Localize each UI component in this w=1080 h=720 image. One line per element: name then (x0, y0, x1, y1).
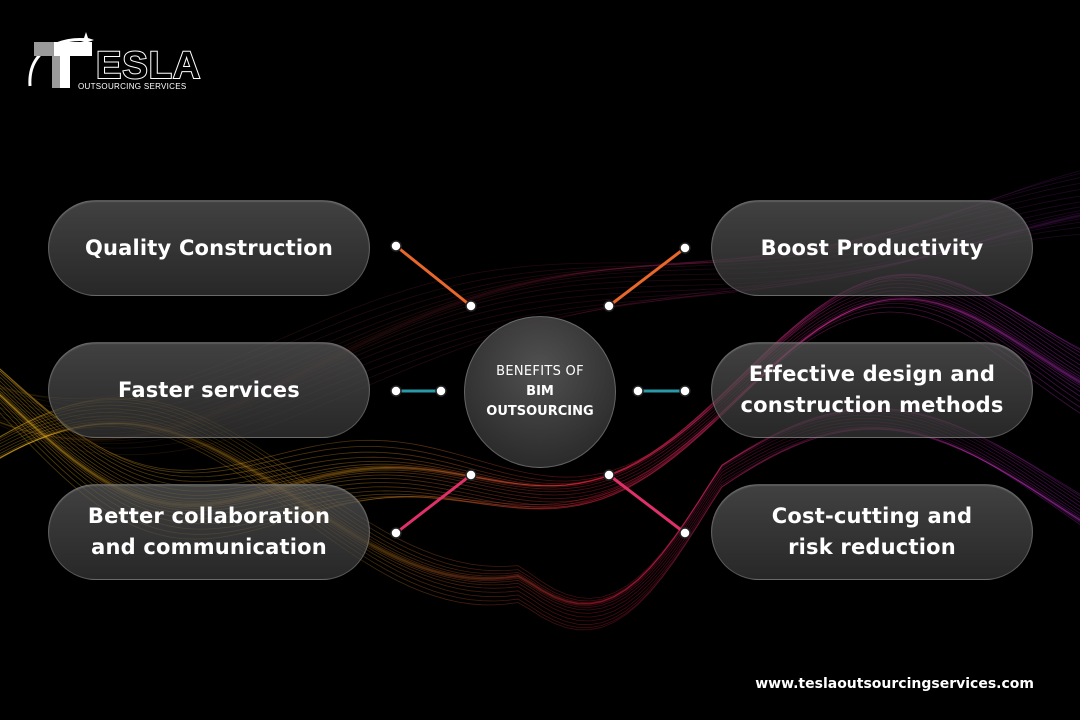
connector-dot (390, 385, 402, 397)
benefit-label: Quality Construction (84, 235, 334, 260)
connector-dot (435, 385, 447, 397)
hub-title-line3: OUTSOURCING (486, 404, 594, 419)
connector-top-left (395, 244, 472, 308)
connector-dot (632, 385, 644, 397)
benefit-label: Cost-cutting and risk reduction (771, 504, 973, 559)
connector-dot (390, 527, 402, 539)
hub-title-line1: BENEFITS OF (496, 364, 584, 379)
connector-dot (603, 300, 615, 312)
benefit-faster-services: Faster services (48, 342, 370, 438)
logo-emblem-icon (28, 32, 94, 88)
benefit-label: Better collaboration and communication (87, 504, 331, 559)
hub-title-line2: BIM (526, 384, 554, 399)
logo-wordmark: ESLA (95, 45, 202, 87)
benefit-label: Boost Productivity (760, 235, 984, 260)
connector-dot (390, 240, 402, 252)
center-hub: BENEFITS OF BIM OUTSOURCING (464, 316, 616, 468)
benefit-effective-design: Effective design and construction method… (711, 342, 1033, 438)
connector-dot (603, 469, 615, 481)
benefit-better-collaboration: Better collaboration and communication (48, 484, 370, 580)
connector-dot (679, 527, 691, 539)
connector-top-right (608, 246, 686, 308)
logo-tagline: OUTSOURCING SERVICES (78, 82, 187, 91)
benefit-label: Effective design and construction method… (740, 362, 1004, 417)
connector-dot (679, 385, 691, 397)
connector-dot (679, 242, 691, 254)
tesla-logo: ESLA OUTSOURCING SERVICES (26, 26, 201, 92)
connector-dot (465, 300, 477, 312)
benefit-boost-productivity: Boost Productivity (711, 200, 1033, 296)
connector-bottom-left (395, 473, 472, 535)
connector-dot (465, 469, 477, 481)
benefit-quality-construction: Quality Construction (48, 200, 370, 296)
connector-bottom-right (608, 473, 686, 535)
website-url[interactable]: www.teslaoutsourcingservices.com (755, 676, 1034, 692)
benefit-label: Faster services (118, 377, 300, 402)
benefit-cost-cutting: Cost-cutting and risk reduction (711, 484, 1033, 580)
